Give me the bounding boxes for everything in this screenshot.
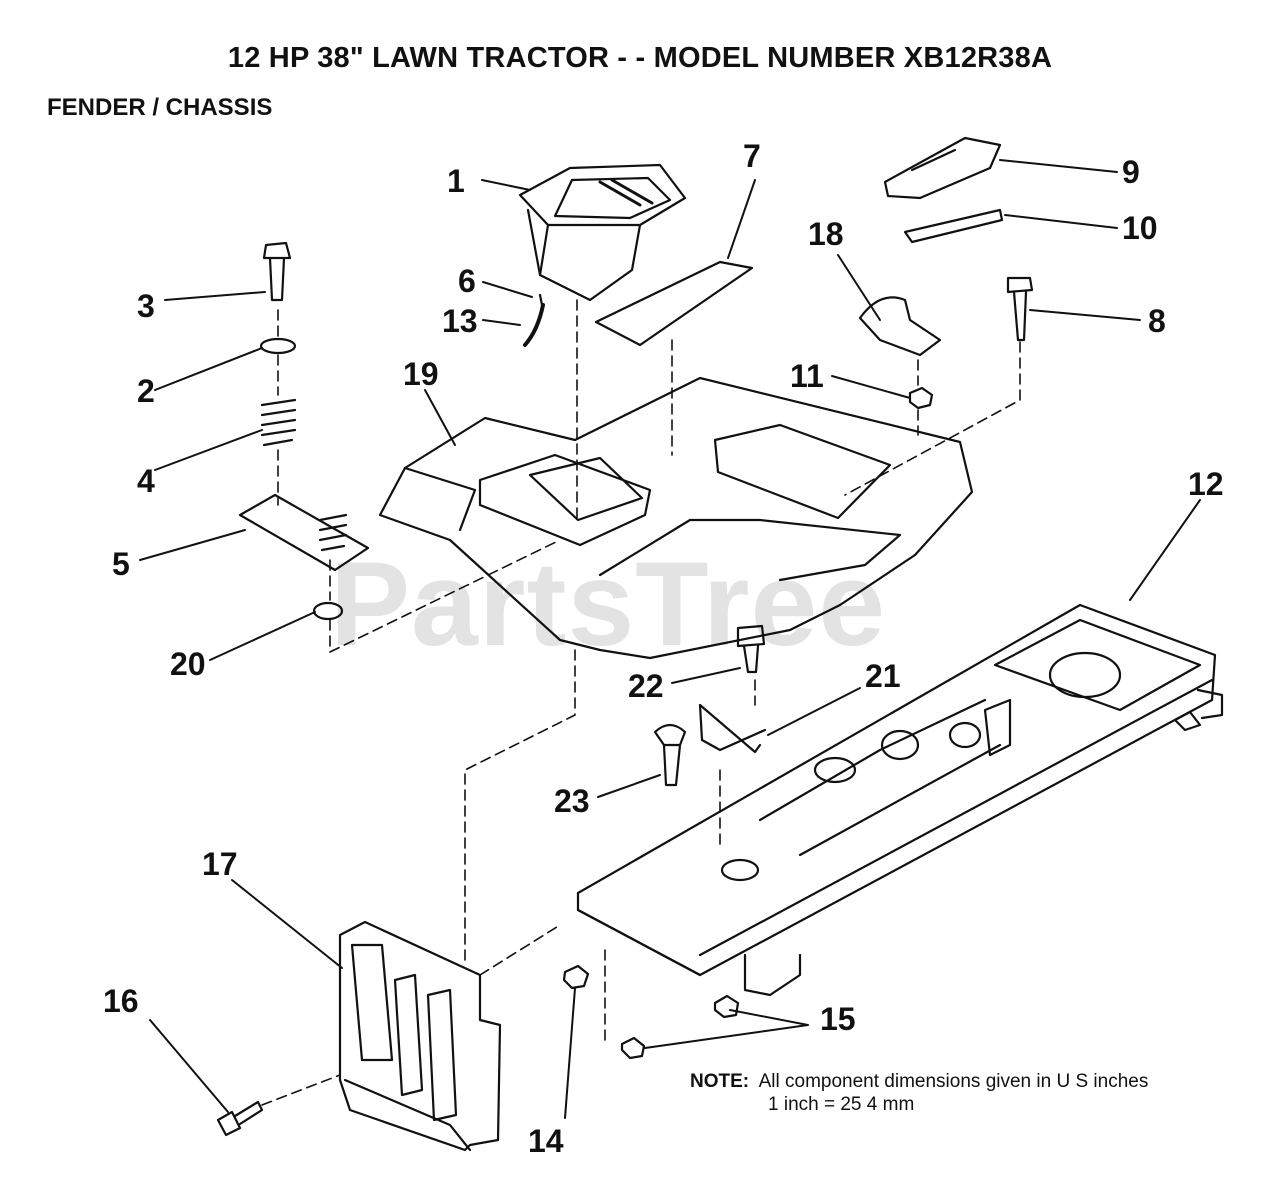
part-nut-15a [713, 994, 740, 1019]
part-washer-20 [312, 601, 344, 621]
part-fender-19 [378, 376, 974, 660]
callout-5: 5 [112, 546, 130, 582]
part-bolt-6 [538, 293, 544, 307]
callout-18: 18 [808, 216, 844, 252]
part-pad-7 [594, 260, 754, 347]
part-plate-5 [238, 493, 370, 572]
part-plate-10 [903, 208, 1004, 244]
callout-8: 8 [1148, 303, 1166, 339]
callout-14: 14 [528, 1123, 564, 1159]
part-nut-14 [562, 964, 590, 990]
callout-10: 10 [1122, 210, 1158, 246]
part-hose-13 [523, 303, 545, 347]
callout-2: 2 [137, 373, 155, 409]
callout-7: 7 [743, 138, 761, 174]
callout-16: 16 [103, 983, 139, 1019]
callout-11: 11 [790, 358, 824, 394]
part-bolt-22 [736, 624, 766, 674]
callout-19: 19 [403, 356, 439, 392]
callout-15: 15 [820, 1001, 856, 1037]
diagram-title: 12 HP 38" LAWN TRACTOR - - MODEL NUMBER … [227, 42, 1053, 74]
leader-lines [139, 159, 1201, 1119]
part-nut-11 [908, 386, 934, 410]
part-nut-15b [620, 1036, 646, 1060]
callout-3: 3 [137, 288, 155, 324]
part-spring-4 [260, 398, 297, 447]
note-line-2: 1 inch = 25 4 mm [768, 1094, 915, 1115]
dimension-note: NOTE: All component dimensions given in … [690, 1070, 1148, 1116]
part-panel-17 [338, 920, 502, 1152]
callout-1: 1 [447, 163, 465, 199]
part-bolt-3 [262, 241, 292, 302]
part-chassis-12 [576, 603, 1224, 997]
callout-17: 17 [202, 846, 238, 882]
callout-23: 23 [554, 783, 590, 819]
diagram-subtitle: FENDER / CHASSIS [47, 94, 273, 121]
callout-21: 21 [865, 658, 901, 694]
callout-13: 13 [442, 303, 478, 339]
callout-20: 20 [170, 646, 206, 682]
part-clamp-18 [858, 296, 942, 357]
part-bolt-23 [653, 723, 687, 787]
watermark: PartsTree [330, 537, 887, 671]
note-line-1: All component dimensions given in U S in… [758, 1071, 1149, 1092]
part-washer-2 [259, 337, 297, 355]
part-bolt-8 [1006, 276, 1034, 342]
part-bracket-21 [698, 703, 767, 754]
callout-22: 22 [628, 668, 664, 704]
part-bracket-9 [883, 136, 1002, 200]
note-label: NOTE: [690, 1071, 750, 1092]
part-bolt-16 [216, 1100, 264, 1137]
callout-9: 9 [1122, 154, 1140, 190]
callout-6: 6 [458, 263, 476, 299]
part-battery-box [518, 163, 687, 302]
assembly-lines [261, 299, 1021, 1106]
callout-12: 12 [1188, 466, 1224, 502]
callout-4: 4 [137, 463, 155, 499]
